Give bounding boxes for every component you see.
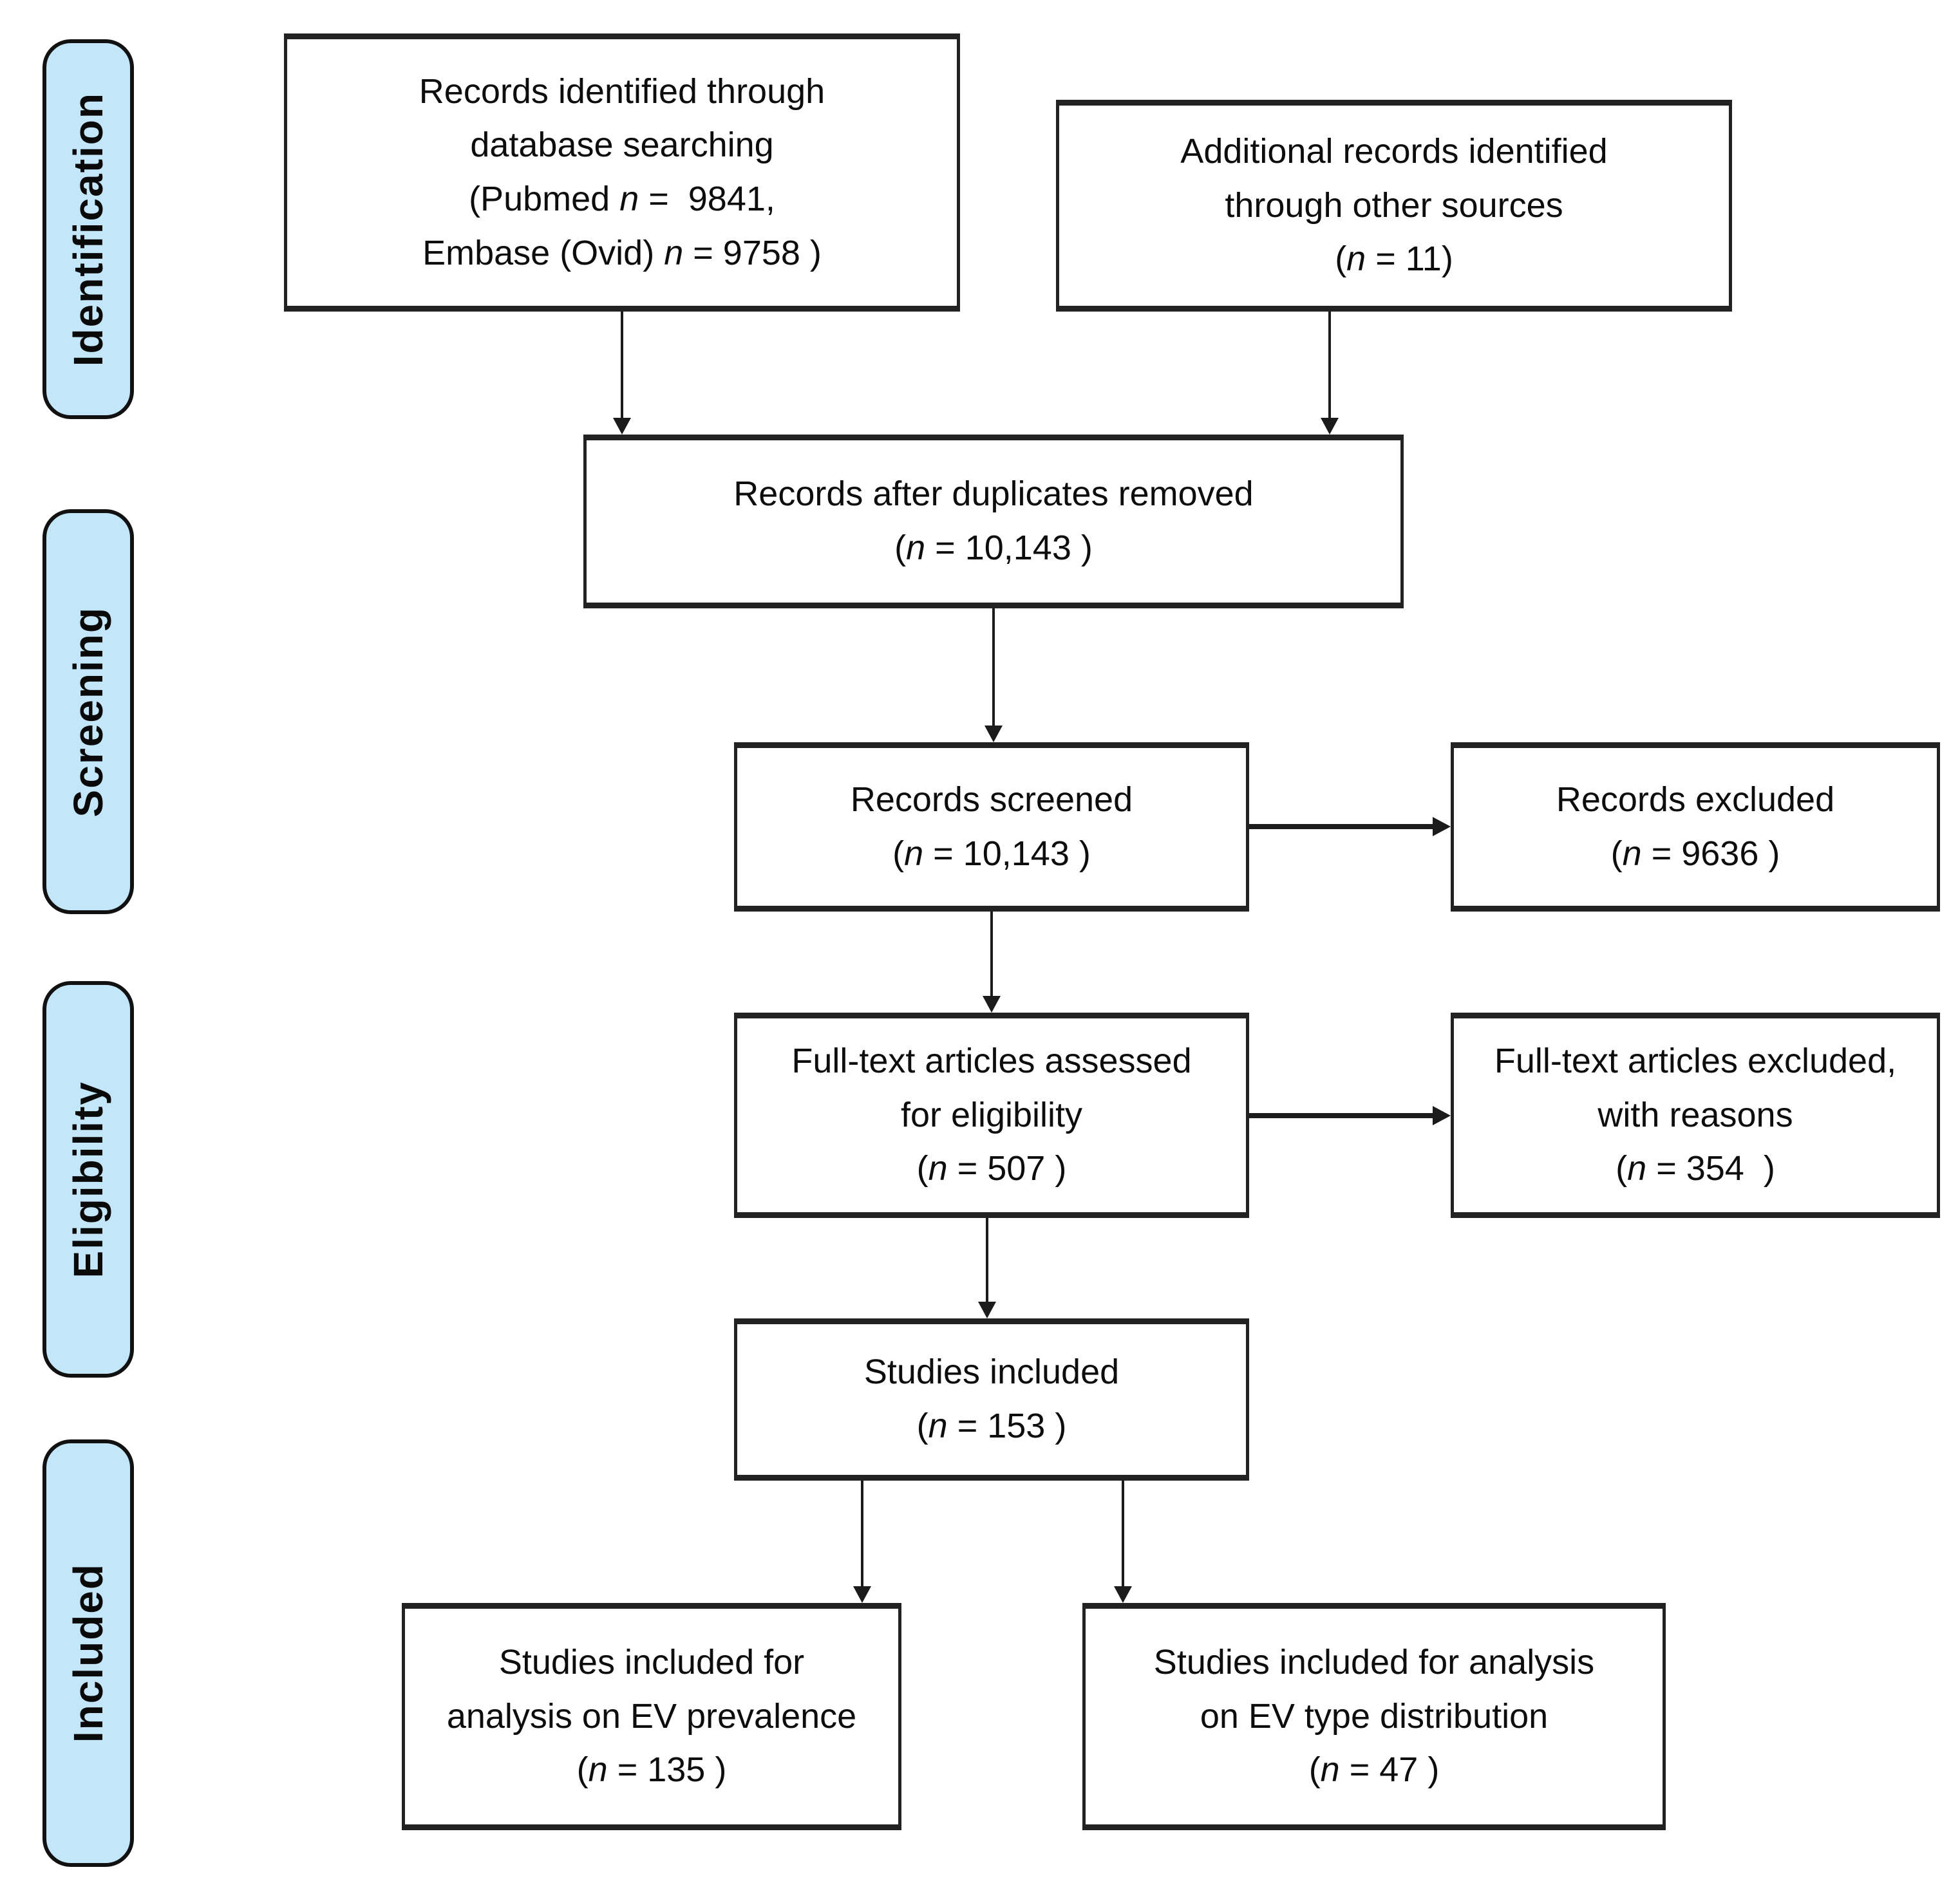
- arrow-fulltext-to-studies-included: [977, 1218, 997, 1318]
- arrow-shaft: [986, 1218, 988, 1303]
- arrow-screened-to-excluded: [1249, 815, 1451, 838]
- flow-box-records-screened-text: Records screened(n = 10,143 ): [850, 780, 1133, 873]
- arrow-head: [985, 726, 1003, 742]
- arrow-db-search-to-duplicates: [612, 312, 632, 435]
- flow-box-studies-included: Studies included(n = 153 ): [734, 1318, 1249, 1481]
- stage-eligibility: Eligibility: [42, 981, 134, 1378]
- arrow-shaft: [992, 608, 995, 727]
- flow-box-fulltext-excluded: Full-text articles excluded,with reasons…: [1451, 1013, 1940, 1218]
- arrow-shaft: [621, 312, 623, 419]
- arrow-head: [1433, 817, 1451, 836]
- stage-included: Included: [42, 1439, 134, 1867]
- flow-box-records-excluded: Records excluded(n = 9636 ): [1451, 742, 1940, 912]
- flow-box-studies-included-text: Studies included(n = 153 ): [863, 1353, 1120, 1445]
- stage-screening: Screening: [42, 509, 134, 914]
- arrow-screened-to-fulltext: [982, 912, 1001, 1013]
- arrow-shaft: [1249, 824, 1435, 829]
- arrow-shaft: [1249, 1113, 1435, 1118]
- arrow-head: [1433, 1106, 1451, 1125]
- stage-eligibility-label: Eligibility: [65, 1080, 111, 1279]
- arrow-head: [613, 418, 631, 435]
- stage-identification-label: Identification: [65, 91, 111, 367]
- flow-box-duplicates-removed: Records after duplicates removed(n = 10,…: [583, 435, 1404, 608]
- arrow-head: [853, 1586, 871, 1603]
- flow-box-fulltext-excluded-text: Full-text articles excluded,with reasons…: [1494, 1041, 1897, 1188]
- arrow-head: [978, 1302, 996, 1318]
- flow-box-records-screened: Records screened(n = 10,143 ): [734, 742, 1249, 912]
- arrow-other-sources-to-duplicates: [1320, 312, 1339, 435]
- arrow-duplicates-to-screened: [984, 608, 1003, 742]
- arrow-shaft: [1122, 1481, 1124, 1588]
- flow-box-duplicates-removed-text: Records after duplicates removed(n = 10,…: [733, 474, 1254, 567]
- arrow-head: [983, 996, 1001, 1013]
- arrow-studies-to-ev-prevalence: [853, 1481, 872, 1603]
- arrow-shaft: [861, 1481, 863, 1588]
- flow-box-records-excluded-text: Records excluded(n = 9636 ): [1556, 780, 1835, 873]
- arrow-shaft: [1328, 312, 1331, 419]
- stage-screening-label: Screening: [65, 606, 111, 818]
- stage-included-label: Included: [65, 1563, 111, 1743]
- arrow-fulltext-to-excluded: [1249, 1104, 1451, 1127]
- arrow-shaft: [990, 912, 993, 997]
- arrow-head: [1321, 418, 1339, 435]
- stage-identification: Identification: [42, 39, 134, 419]
- arrow-studies-to-ev-type: [1113, 1481, 1133, 1603]
- arrow-head: [1114, 1586, 1132, 1603]
